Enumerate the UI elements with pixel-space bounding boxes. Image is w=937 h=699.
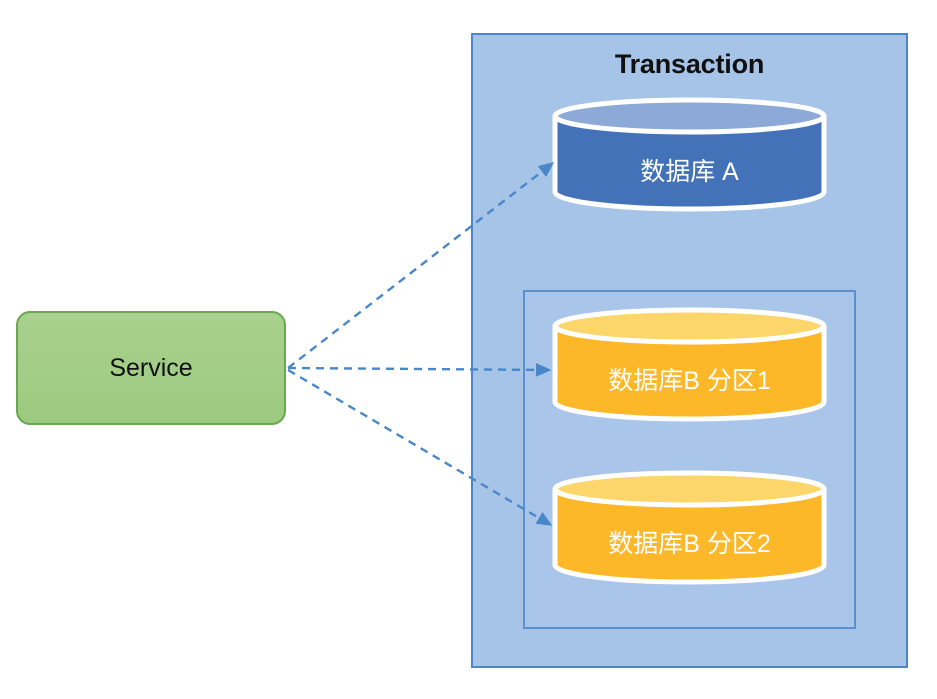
- database-b-partition1-cylinder-shape: [552, 307, 827, 422]
- database-a-cylinder[interactable]: 数据库 A: [552, 97, 827, 212]
- database-a-cylinder-shape: [552, 97, 827, 212]
- service-node[interactable]: Service: [16, 311, 286, 425]
- transaction-panel-title: Transaction: [614, 49, 765, 79]
- database-b-partition1-cylinder[interactable]: 数据库B 分区1: [552, 307, 827, 422]
- database-b-partition2-cylinder-shape: [552, 470, 827, 585]
- service-label: Service: [109, 353, 193, 382]
- database-b-partition2-cylinder[interactable]: 数据库B 分区2: [552, 470, 827, 585]
